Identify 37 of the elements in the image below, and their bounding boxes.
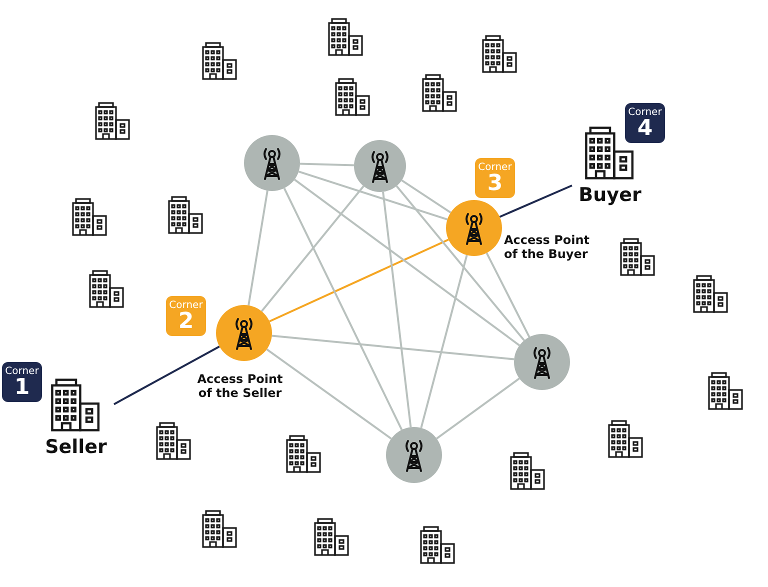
corner-badge	[2, 362, 42, 402]
corner-number: 2	[178, 310, 194, 332]
connector-line	[300, 162, 354, 166]
connector-line	[248, 190, 268, 306]
connector-line	[396, 185, 525, 342]
connector-line	[298, 170, 448, 220]
tower-circle	[354, 140, 406, 192]
connector-line	[420, 254, 468, 428]
connector-line	[294, 178, 520, 346]
corner-badge	[475, 158, 515, 198]
access-point-circle	[216, 305, 272, 361]
party-name: Seller	[45, 436, 107, 458]
corner-number: 1	[14, 376, 30, 398]
connector-line	[266, 348, 392, 440]
connector-line	[283, 188, 403, 430]
corner-badge	[166, 296, 206, 336]
node-caption: Access Point of the Buyer	[504, 233, 591, 261]
tower-circle	[386, 427, 442, 483]
connector-line	[272, 334, 514, 360]
corner-label: Corner	[169, 300, 203, 310]
corner-number: 3	[487, 172, 503, 194]
corner-number: 4	[637, 118, 653, 140]
connector-line	[114, 346, 220, 406]
connector-line	[269, 238, 449, 322]
connector-line	[499, 184, 572, 218]
connector-line	[486, 252, 530, 338]
access-point-circle	[446, 200, 502, 256]
corner-label: Corner	[478, 162, 512, 172]
corner-label: Corner	[628, 106, 662, 118]
corner-badge	[625, 103, 665, 143]
connector-line	[401, 179, 452, 214]
node-caption: Access Point of the Seller	[196, 372, 284, 400]
connector-line	[436, 378, 520, 440]
connector-line	[260, 186, 364, 312]
party-name: Buyer	[578, 184, 642, 206]
corner-label: Corner	[5, 366, 39, 376]
connector-line	[382, 192, 412, 428]
